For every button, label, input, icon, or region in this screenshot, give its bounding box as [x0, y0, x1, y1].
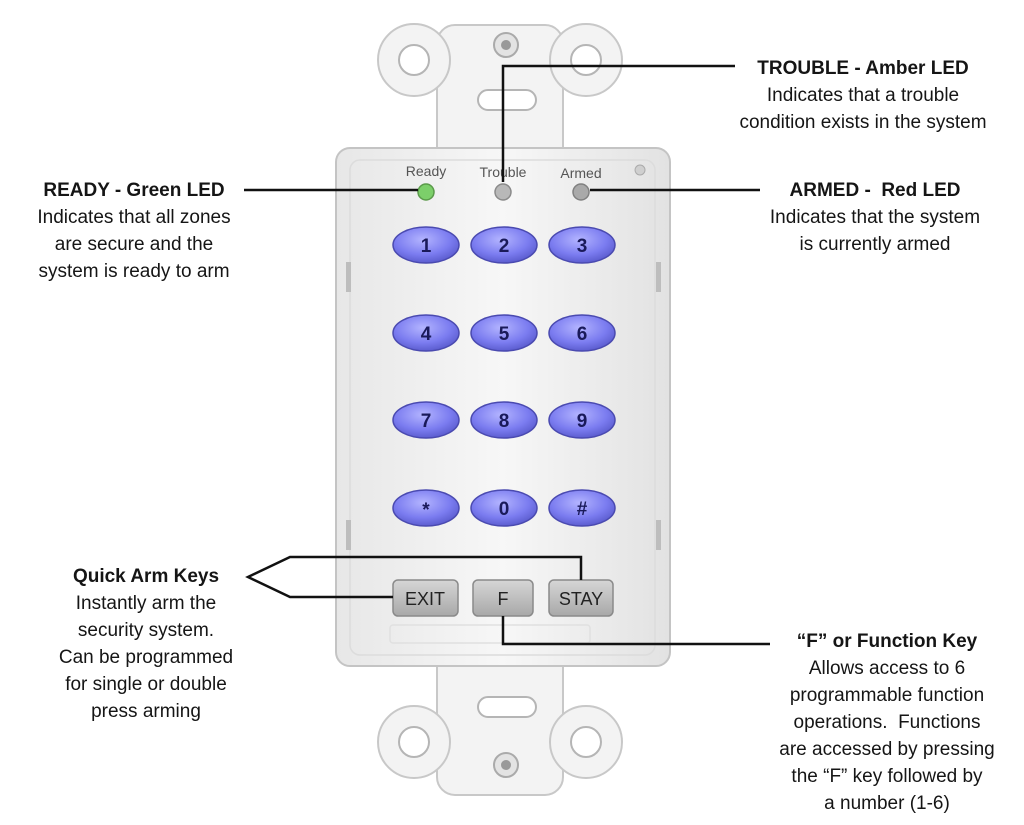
ready-callout-line: system is ready to arm	[38, 261, 230, 282]
function-callout-line: Allows access to 6	[808, 658, 966, 679]
ready-led-label: Ready	[406, 163, 446, 179]
trouble-callout-title: TROUBLE - Amber LED	[757, 58, 969, 79]
trouble-led	[494, 183, 512, 201]
trouble-callout-line: condition exists in the system	[739, 112, 987, 133]
function-callout-line: operations. Functions	[793, 712, 981, 733]
function-callout: “F” or Function Key Allows access to 6 p…	[752, 628, 1022, 817]
svg-text:8: 8	[499, 411, 510, 432]
key-3[interactable]: 3	[548, 226, 616, 264]
trouble-callout-line: Indicates that a trouble	[766, 85, 960, 106]
function-callout-title: “F” or Function Key	[796, 631, 978, 652]
armed-led-label: Armed	[560, 165, 601, 181]
stay-key[interactable]: STAY	[548, 579, 614, 617]
quick-arm-callout-line: for single or double	[65, 674, 227, 695]
key-4[interactable]: 4	[392, 314, 460, 352]
ready-callout-title: READY - Green LED	[43, 180, 225, 201]
leader-lines	[244, 64, 770, 646]
svg-text:EXIT: EXIT	[405, 589, 445, 609]
function-callout-line: are accessed by pressing	[779, 739, 995, 760]
armed-callout-line: is currently armed	[799, 234, 951, 255]
key-5[interactable]: 5	[470, 314, 538, 352]
armed-callout: ARMED - Red LED Indicates that the syste…	[740, 177, 1010, 258]
exit-key[interactable]: EXIT	[392, 579, 459, 617]
f-key[interactable]: F	[472, 579, 534, 617]
function-callout-line: the “F” key followed by	[791, 766, 983, 787]
ready-callout-line: Indicates that all zones	[37, 207, 231, 228]
armed-led	[572, 183, 590, 201]
function-callout-line: a number (1-6)	[824, 793, 950, 814]
svg-text:6: 6	[577, 324, 588, 345]
svg-text:#: #	[577, 499, 588, 520]
key-0[interactable]: 0	[470, 489, 538, 527]
ready-callout: READY - Green LED Indicates that all zon…	[8, 177, 260, 285]
key-hash[interactable]: #	[548, 489, 616, 527]
svg-text:4: 4	[421, 324, 432, 345]
function-callout-line: programmable function	[789, 685, 985, 706]
svg-text:9: 9	[577, 411, 588, 432]
function-leader-line	[501, 616, 770, 646]
svg-text:1: 1	[421, 236, 432, 257]
quick-arm-callout-title: Quick Arm Keys	[72, 566, 220, 587]
quick-arm-callout: Quick Arm Keys Instantly arm the securit…	[22, 563, 270, 725]
key-9[interactable]: 9	[548, 401, 616, 439]
armed-callout-title: ARMED - Red LED	[789, 180, 961, 201]
key-2[interactable]: 2	[470, 226, 538, 264]
quick-arm-callout-line: security system.	[77, 620, 215, 641]
ready-led	[417, 183, 435, 201]
key-8[interactable]: 8	[470, 401, 538, 439]
trouble-leader-line	[501, 64, 735, 182]
quick-arm-callout-line: Can be programmed	[58, 647, 234, 668]
svg-text:0: 0	[499, 499, 510, 520]
key-star[interactable]: *	[392, 489, 460, 527]
svg-text:3: 3	[577, 236, 588, 257]
quick-arm-callout-line: Instantly arm the	[75, 593, 217, 614]
quick-arm-callout-line: press arming	[91, 701, 201, 722]
svg-text:5: 5	[499, 324, 510, 345]
svg-text:STAY: STAY	[559, 589, 603, 609]
key-1[interactable]: 1	[392, 226, 460, 264]
armed-callout-line: Indicates that the system	[769, 207, 981, 228]
svg-text:F: F	[498, 589, 509, 609]
key-6[interactable]: 6	[548, 314, 616, 352]
quick-arm-leader-line	[245, 555, 583, 599]
svg-text:7: 7	[421, 411, 432, 432]
svg-text:2: 2	[499, 236, 510, 257]
svg-text:*: *	[422, 500, 430, 521]
ready-callout-line: are secure and the	[54, 234, 214, 255]
key-7[interactable]: 7	[392, 401, 460, 439]
trouble-callout: TROUBLE - Amber LED Indicates that a tro…	[718, 55, 1008, 136]
